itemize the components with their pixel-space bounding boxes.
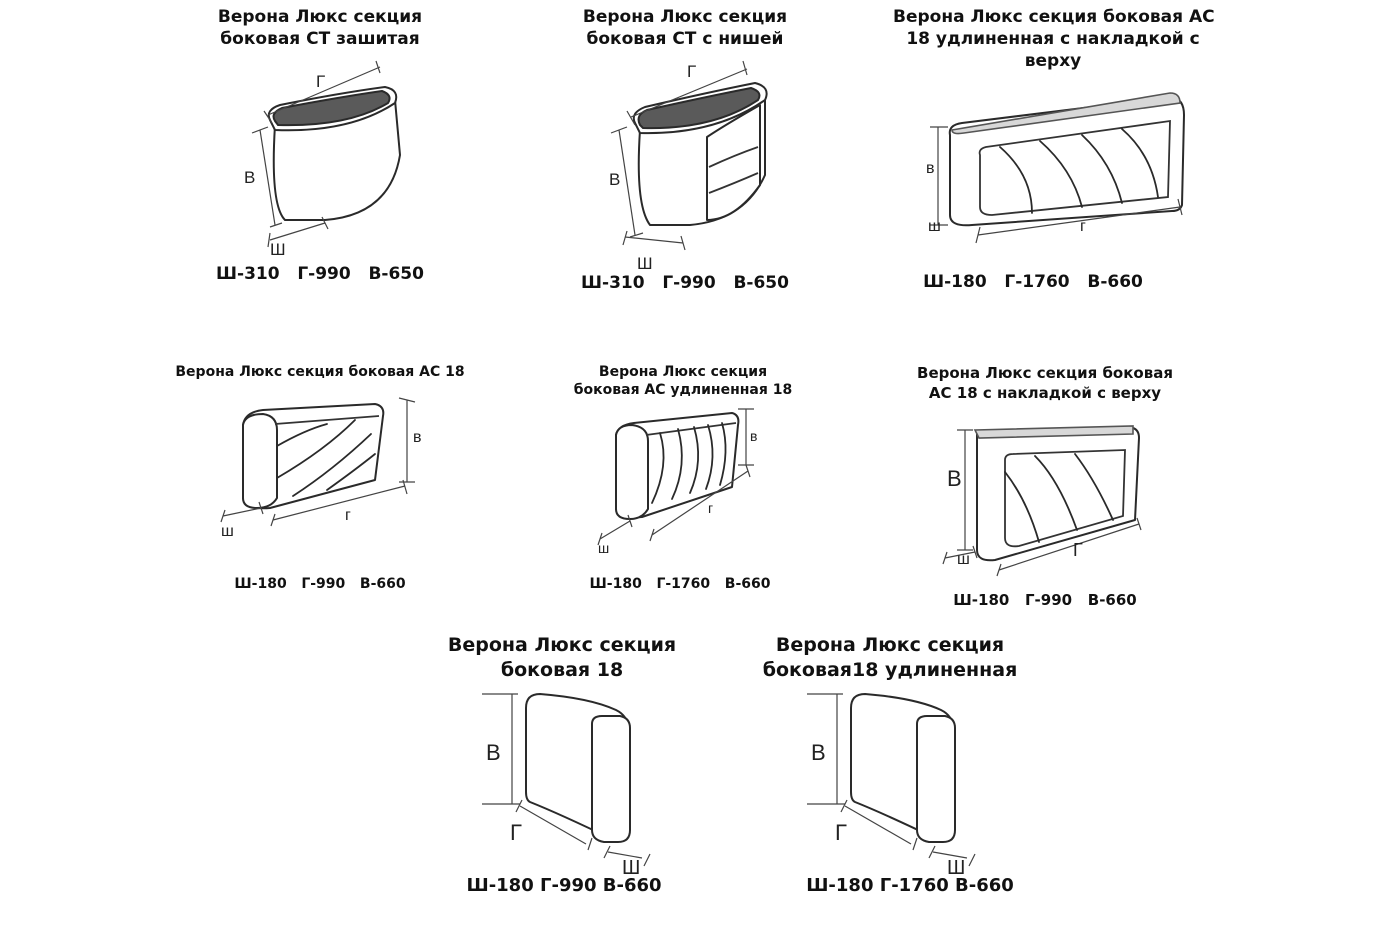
side-panel-icon: В Г Ш [482,693,651,879]
height-label: В [811,740,826,765]
depth-label: Г [510,820,522,845]
depth-label: Г [316,72,325,91]
height-label: в [926,160,935,177]
width-label: Ш [270,240,286,259]
height-label: В [947,466,962,491]
depth-label: г [345,507,351,524]
depth-label: Г [835,820,847,845]
width-label: Ш [637,254,653,273]
depth-label: Г [1073,540,1083,560]
long-armrest-topped-icon: в г ш [926,92,1185,244]
product-title: Верона Люкс секция боковая СТ зашитая [217,7,423,50]
product-title: Верона Люкс секция боковая АС 18 с накла… [917,364,1173,402]
height-label: В [244,168,255,187]
width-label: ш [957,551,970,568]
curved-console-closed-icon: В Г Ш [244,60,401,259]
dimensions-text: Ш-180 Г-990 В-660 [953,591,1137,609]
depth-label: г [708,500,713,516]
depth-label: г [1080,218,1086,235]
height-label: в [750,428,757,444]
height-label: В [486,740,501,765]
product-title: Верона Люкс секция боковая18 удлиненная [762,634,1018,681]
product-title: Верона Люкс секция боковая АС 18 удлинен… [893,7,1215,72]
curved-console-niche-icon: В Г Ш [609,60,768,273]
height-label: в [413,429,422,446]
armrest-pleated-icon: в г ш [220,397,422,540]
width-label: Ш [947,857,965,879]
width-label: ш [928,218,941,235]
dimensions-text: Ш-180 Г-990 В-660 [234,576,406,592]
dimensions-text: Ш-180 Г-1760 В-660 [923,272,1143,292]
long-armrest-pleated-icon: в г ш [597,408,757,556]
dimensions-text: Ш-180 Г-1760 В-660 [589,576,771,592]
product-title: Верона Люкс секция боковая СТ с нишей [582,7,788,50]
armrest-topped-icon: В Г ш [942,425,1142,577]
product-title: Верона Люкс секция боковая 18 [447,634,677,681]
height-label: В [609,170,620,189]
width-label: Ш [622,857,640,879]
depth-label: Г [687,62,696,81]
dimensions-text: Ш-310 Г-990 В-650 [216,264,424,284]
dimensions-text: Ш-180 Г-1760 В-660 [806,875,1014,896]
width-label: ш [598,540,609,556]
product-title: Верона Люкс секция боковая АС 18 [175,364,465,380]
dimensions-text: Ш-180 Г-990 В-660 [466,875,662,896]
dimensions-text: Ш-310 Г-990 В-650 [581,273,789,293]
long-side-panel-icon: В Г Ш [807,693,976,879]
width-label: ш [221,523,234,540]
product-title: Верона Люкс секция боковая АС удлиненная… [573,364,793,399]
